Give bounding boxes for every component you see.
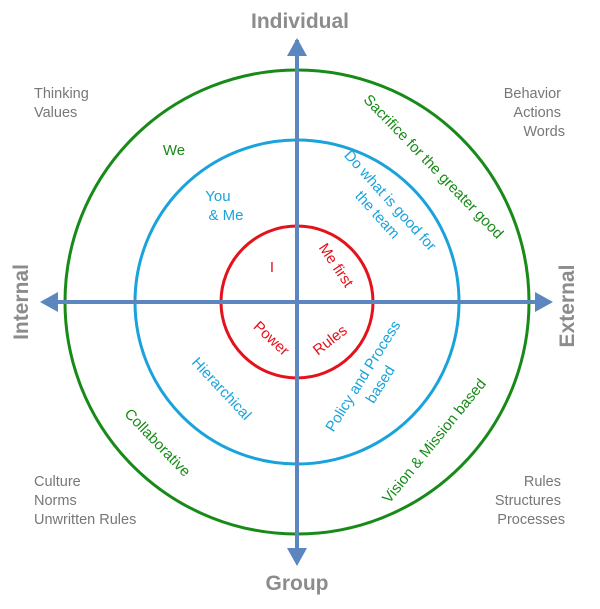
corner-label-top-left: Thinking Values [34, 86, 93, 121]
middle-ring-label-top-left: You & Me [205, 188, 243, 224]
axis-title-left: Internal [10, 264, 33, 340]
corner-label-bottom-left: Culture Norms Unwritten Rules [34, 474, 136, 528]
inner-ring-label-top-left: I [270, 259, 274, 276]
inner-ring-label-bottom-left: Power [250, 318, 293, 359]
arrow-right-head [535, 292, 553, 312]
middle-ring-label-bottom-left: Hierarchical [188, 354, 254, 424]
arrow-up-head [287, 38, 307, 56]
corner-label-top-right: Behavior Actions Words [504, 86, 565, 140]
arrow-down-head [287, 548, 307, 566]
axis-title-right: External [556, 265, 579, 348]
arrow-left-head [40, 292, 58, 312]
inner-ring-label-bottom-right: Rules [310, 322, 351, 359]
corner-label-bottom-right: Rules Structures Processes [495, 474, 565, 528]
outer-ring-label-top-left: We [163, 142, 185, 159]
axis-title-bottom: Group [266, 572, 329, 595]
axis-title-top: Individual [251, 10, 349, 33]
